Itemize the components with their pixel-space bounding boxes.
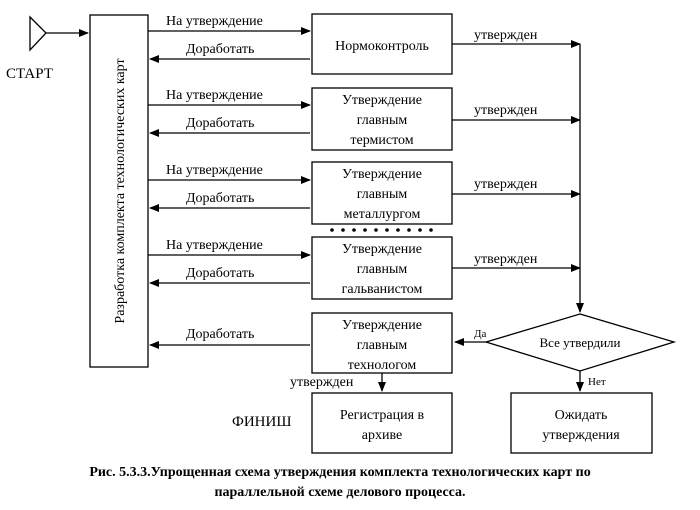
metallurgist-label-line-2: главным: [357, 187, 408, 202]
metallurgist-label-line-1: Утверждение: [342, 167, 422, 182]
galvanist-label-line-2: главным: [357, 262, 408, 277]
finish-label: ФИНИШ: [232, 414, 291, 430]
to-approve-label-4: На утверждение: [166, 238, 263, 253]
approved-label-4: утвержден: [474, 252, 538, 267]
metallurgist-label-line-3: металлургом: [344, 207, 421, 222]
rework-label-5: Доработать: [186, 327, 254, 342]
galvanist-label-line-3: гальванистом: [342, 282, 423, 297]
thermist-box: [311, 87, 453, 151]
technologist-label-line-3: технологом: [348, 358, 417, 373]
decision-label: Все утвердили: [540, 335, 621, 350]
start-label: СТАРТ: [6, 66, 53, 82]
ellipsis-dots: [330, 228, 433, 232]
development-box-label: Разработка комплекта технологических кар…: [113, 58, 128, 323]
galvanist-label-line-1: Утверждение: [342, 242, 422, 257]
to-approve-label-2: На утверждение: [166, 88, 263, 103]
development-box: [89, 14, 149, 368]
rework-label-4: Доработать: [186, 266, 254, 281]
wait-box: [510, 392, 653, 454]
registration-label-line-1: Регистрация в: [340, 408, 425, 423]
thermist-label-line-2: главным: [357, 113, 408, 128]
norm-control-label: Нормоконтроль: [335, 39, 429, 54]
norm-control-box: [311, 13, 453, 75]
technologist-box: [311, 312, 453, 374]
to-approve-label-3: На утверждение: [166, 163, 263, 178]
wait-label-line-1: Ожидать: [555, 408, 608, 423]
yes-label: Да: [474, 328, 487, 340]
rework-label-1: Доработать: [186, 42, 254, 57]
galvanist-box: [311, 236, 453, 300]
thermist-label-line-3: термистом: [350, 133, 413, 148]
no-label: Нет: [588, 376, 606, 388]
metallurgist-box: [311, 161, 453, 225]
approved-label-2: утвержден: [474, 103, 538, 118]
to-approve-label-1: На утверждение: [166, 14, 263, 29]
caption-line-1: Рис. 5.3.3.Упрощенная схема утверждения …: [89, 465, 590, 480]
approved-label-1: утвержден: [474, 28, 538, 43]
technologist-label-line-2: главным: [357, 338, 408, 353]
approved-label-3: утвержден: [474, 177, 538, 192]
start-symbol: [29, 15, 47, 52]
registration-label-line-2: архиве: [362, 428, 402, 443]
approved-label-5: утвержден: [290, 375, 354, 390]
thermist-label-line-1: Утверждение: [342, 93, 422, 108]
rework-label-3: Доработать: [186, 191, 254, 206]
technologist-label-line-1: Утверждение: [342, 318, 422, 333]
registration-box: [311, 392, 453, 454]
caption-line-2: параллельной схеме делового процесса.: [214, 485, 465, 500]
rework-label-2: Доработать: [186, 116, 254, 131]
wait-label-line-2: утверждения: [542, 428, 620, 443]
